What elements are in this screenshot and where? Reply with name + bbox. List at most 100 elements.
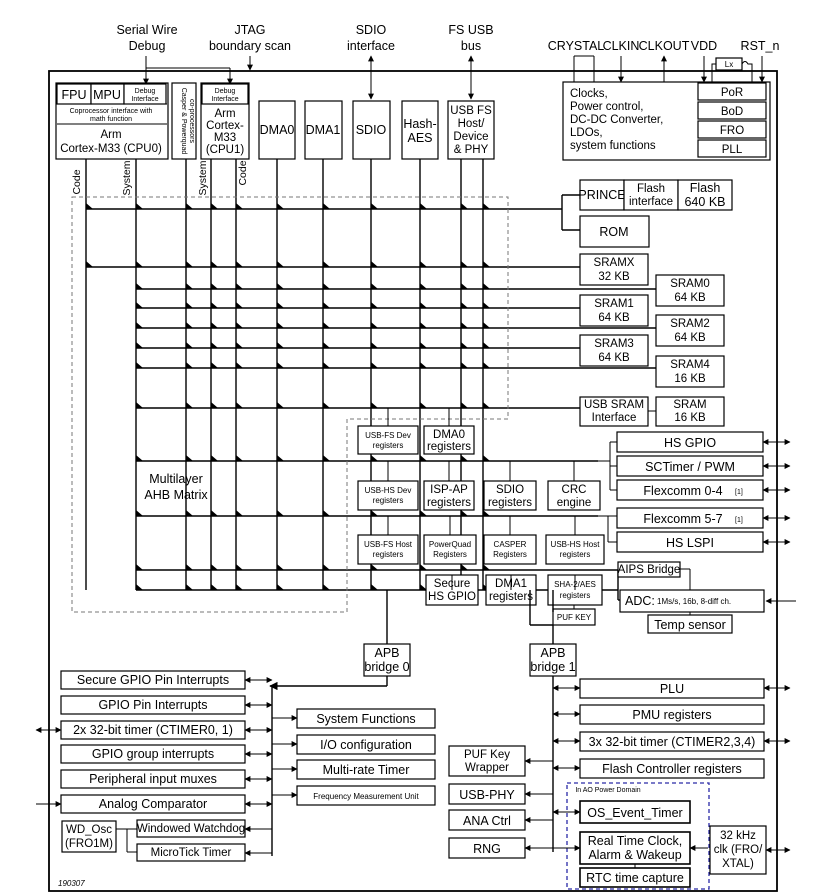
crosspoint-marker (136, 564, 143, 570)
usbhsdev-label-1: USB-HS Dev (365, 486, 412, 495)
crosspoint-marker (186, 362, 193, 368)
crosspoint-marker (371, 203, 378, 209)
lx-label: Lx (725, 60, 733, 69)
rom-block (579, 215, 650, 248)
crosspoint-marker (461, 564, 468, 570)
crosspoint-marker (136, 510, 143, 516)
sdio-master (352, 100, 391, 160)
crosspoint-marker (236, 283, 243, 289)
crc-label-1: CRC (562, 484, 587, 496)
apb0-label-1: APB (374, 646, 399, 660)
crosspoint-marker (420, 261, 427, 267)
crosspoint-marker (323, 455, 330, 461)
usbfs-label-2: Host/ (458, 118, 486, 130)
usbfs-master (447, 100, 495, 160)
crosspoint-marker (371, 302, 378, 308)
microtick-label: MicroTick Timer (151, 847, 232, 859)
dma1-label: DMA1 (306, 123, 341, 137)
crosspoint-marker (277, 322, 284, 328)
crosspoint-marker (323, 302, 330, 308)
apb1-right-label: 3x 32-bit timer (CTIMER2,3,4) (589, 735, 756, 749)
crosspoint-marker (461, 283, 468, 289)
flexcomm04-label: Flexcomm 0-4 (643, 484, 722, 498)
ao-power-domain (566, 782, 710, 890)
crosspoint-marker (277, 203, 284, 209)
flash-if-label-2: interface (629, 196, 673, 208)
crosspoint-marker (277, 302, 284, 308)
clocks-text-4: LDOs, (570, 127, 603, 139)
powerquad-regs (423, 534, 477, 565)
crosspoint-marker (186, 402, 193, 408)
clk32k-label-1: 32 kHz (720, 830, 756, 842)
sram0-label-1: SRAM0 (670, 278, 710, 290)
rst-label: RST_n (741, 39, 780, 53)
apb0-left-label: Analog Comparator (99, 797, 207, 811)
crosspoint-marker (371, 261, 378, 267)
crosspoint-marker (236, 261, 243, 267)
system-bus-label-0: System (121, 160, 133, 195)
fro-label: FRO (720, 125, 744, 137)
crosspoint-marker (461, 455, 468, 461)
apb0-left-label: 2x 32-bit timer (CTIMER0, 1) (73, 723, 233, 737)
clocks-text-1: Clocks, (570, 88, 608, 100)
crosspoint-marker (277, 283, 284, 289)
anactrl-label: ANA Ctrl (463, 814, 511, 828)
crosspoint-marker (371, 510, 378, 516)
crosspoint-marker (483, 510, 490, 516)
sram1-label-1: SRAM1 (594, 298, 634, 310)
crosspoint-marker (211, 203, 218, 209)
adc-label: ADC: (625, 594, 655, 608)
jtag-label-2: boundary scan (209, 39, 291, 53)
crosspoint-marker (420, 283, 427, 289)
crosspoint-marker (323, 322, 330, 328)
flexcomm57-note: [1] (735, 517, 743, 524)
crosspoint-marker (420, 203, 427, 209)
crosspoint-marker (420, 584, 427, 590)
fsusb-label-2: bus (461, 39, 481, 53)
crosspoint-marker (371, 322, 378, 328)
dma1-master (304, 100, 343, 160)
crosspoint-marker (483, 362, 490, 368)
crosspoint-marker (371, 455, 378, 461)
cpu1-core-1: Arm (214, 108, 235, 120)
crosspoint-marker (236, 564, 243, 570)
powerquad-label-1: PowerQuad (429, 540, 471, 549)
casper-label-2: co-processors (188, 99, 195, 143)
cpu1-core-3: M33 (214, 132, 236, 144)
powerquad-label-2: Registers (433, 550, 467, 559)
sramx-label-2: 32 KB (598, 271, 630, 283)
apb-bridge0 (363, 643, 411, 677)
crosspoint-marker (277, 342, 284, 348)
apb1-label-2: bridge 1 (530, 660, 575, 674)
sram4-label-2: 16 KB (674, 373, 706, 385)
crosspoint-marker (323, 402, 330, 408)
crosspoint-marker (211, 564, 218, 570)
tempsensor-label: Temp sensor (654, 618, 726, 632)
crosspoint-marker (461, 362, 468, 368)
cpu1-core-4: (CPU1) (206, 144, 245, 156)
crosspoint-marker (420, 302, 427, 308)
crosspoint-marker (461, 402, 468, 408)
apb0-left-label: Peripheral input muxes (89, 772, 217, 786)
crosspoint-marker (136, 203, 143, 209)
crosspoint-marker (483, 302, 490, 308)
crosspoint-marker (371, 362, 378, 368)
swd-label-1: Serial Wire (116, 23, 177, 37)
usbsram-label-2: 16 KB (674, 412, 706, 424)
ispap-label-1: ISP-AP (430, 484, 468, 496)
crosspoint-marker (186, 322, 193, 328)
casperregs-label-1: CASPER (494, 540, 527, 549)
figure-id: 190307 (58, 879, 85, 888)
crosspoint-marker (277, 564, 284, 570)
sram0-block (655, 274, 725, 307)
crosspoint-marker (420, 455, 427, 461)
apb0-label-2: bridge 0 (364, 660, 409, 674)
coproc-label-2: math function (90, 116, 132, 123)
crosspoint-marker (136, 342, 143, 348)
usb-sram-interface-block (579, 396, 649, 427)
ispap-label-2: registers (427, 497, 471, 509)
apb1-right-label: PLU (660, 682, 684, 696)
crosspoint-marker (277, 402, 284, 408)
flash-label-1: Flash (690, 181, 721, 195)
sram1-label-2: 64 KB (598, 312, 630, 324)
